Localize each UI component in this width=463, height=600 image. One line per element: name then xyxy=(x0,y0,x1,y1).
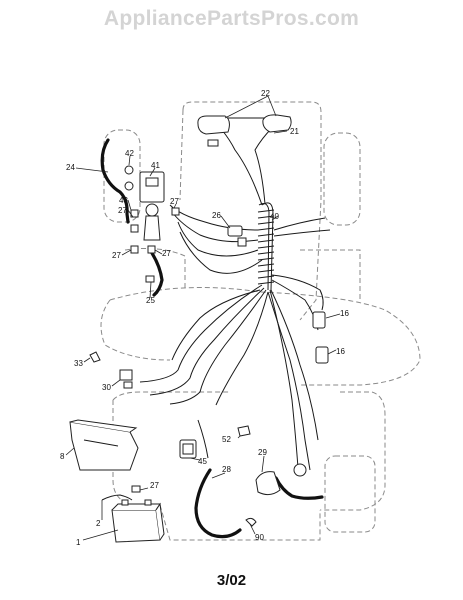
callout-30: 30 xyxy=(102,383,111,392)
callout-16-a: 16 xyxy=(340,309,349,318)
callout-42: 42 xyxy=(125,149,134,158)
watermark-text: AppliancePartsPros.com xyxy=(103,7,360,30)
parts xyxy=(69,114,329,543)
switch-16-upper xyxy=(312,311,326,329)
battery xyxy=(111,499,165,543)
battery-tray xyxy=(69,419,139,471)
callout-16-b: 16 xyxy=(336,347,345,356)
callout-90: 90 xyxy=(255,533,264,542)
callout-8: 8 xyxy=(60,452,65,461)
callout-26: 26 xyxy=(212,211,221,220)
callout-27-d: 27 xyxy=(162,249,171,258)
callout-22: 22 xyxy=(261,89,270,98)
callout-41: 41 xyxy=(151,161,160,170)
callout-1: 1 xyxy=(76,538,81,547)
callout-40: 40 xyxy=(270,212,279,221)
ignition-module xyxy=(139,171,165,241)
callout-43: 43 xyxy=(119,196,128,205)
callout-27-e: 27 xyxy=(150,481,159,490)
switch-16-lower xyxy=(315,346,329,364)
callout-29: 29 xyxy=(258,448,267,457)
leader-lines xyxy=(65,95,341,541)
callout-28: 28 xyxy=(222,465,231,474)
connector-42 xyxy=(124,165,134,175)
callout-27-c: 27 xyxy=(112,251,121,260)
callout-labels: 22 21 24 42 41 43 27 27 26 40 27 27 25 1… xyxy=(60,89,349,547)
callout-27-a: 27 xyxy=(118,206,127,215)
harness-coil xyxy=(257,209,275,285)
callout-27-b: 27 xyxy=(170,197,179,206)
callout-52: 52 xyxy=(222,435,231,444)
wire-harness xyxy=(100,117,331,539)
callout-25: 25 xyxy=(146,296,155,305)
callout-33: 33 xyxy=(74,359,83,368)
callout-45: 45 xyxy=(198,457,207,466)
headlight-assembly xyxy=(197,114,292,147)
callout-21: 21 xyxy=(290,127,299,136)
callout-24: 24 xyxy=(66,163,75,172)
callout-2: 2 xyxy=(96,519,101,528)
page-code: 3/02 xyxy=(216,572,247,589)
